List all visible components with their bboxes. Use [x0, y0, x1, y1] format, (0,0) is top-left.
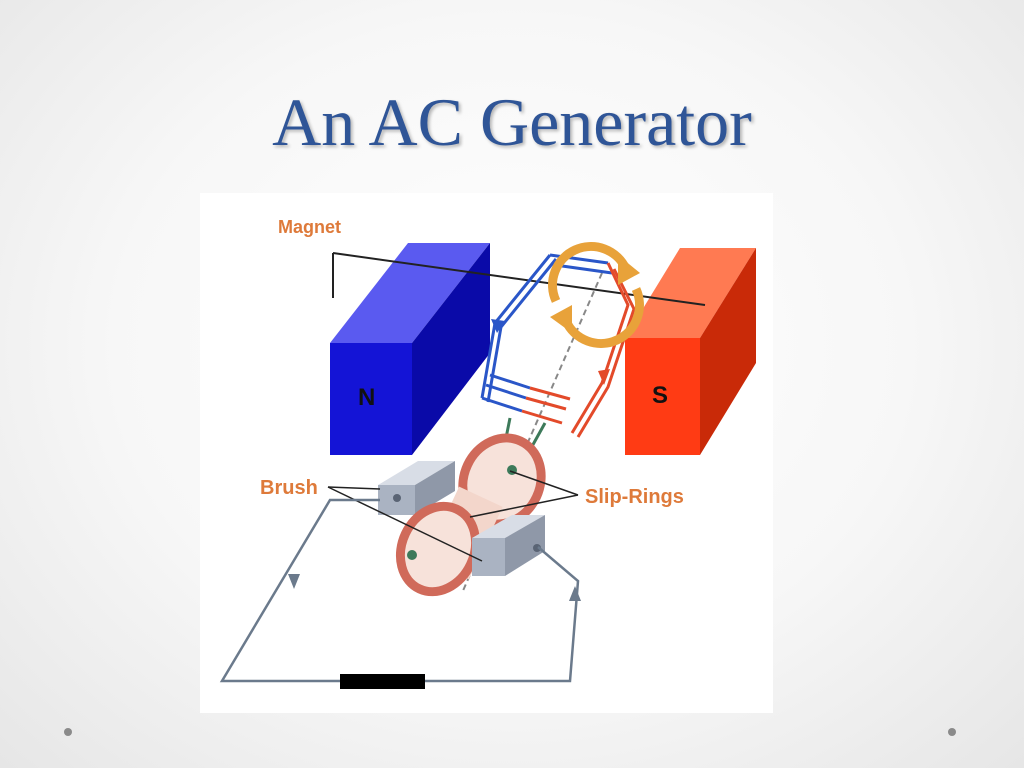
current-direction-arrow-icon: [569, 586, 581, 601]
external-circuit: [219, 498, 580, 683]
slide-corner-dot-left: [64, 728, 72, 736]
brush-label: Brush: [260, 477, 318, 499]
rotation-arrow-icon: [548, 242, 644, 348]
current-direction-arrow-icon: [288, 574, 300, 589]
diagram-canvas: N S: [219, 217, 756, 689]
brush-top: [378, 461, 455, 515]
north-magnet: N: [330, 243, 490, 455]
rotation-arrow-head-icon: [618, 255, 640, 285]
slide-title: An AC Generator: [272, 84, 752, 160]
magnet-label: Magnet: [278, 217, 341, 237]
current-direction-arrow-icon: [598, 369, 610, 385]
load-resistor: [340, 674, 425, 689]
slip-ring-front: [395, 465, 517, 597]
south-magnet: S: [625, 248, 756, 455]
slide-corner-dot-right: [948, 728, 956, 736]
rotation-arrow-head-icon: [550, 305, 572, 333]
ac-generator-diagram: N S: [200, 193, 773, 713]
slip-rings-label: Slip-Rings: [585, 486, 684, 508]
current-direction-arrow-icon: [491, 319, 505, 333]
south-pole-label: S: [652, 382, 668, 409]
brush-bottom: [472, 515, 545, 576]
north-pole-label: N: [358, 384, 375, 411]
